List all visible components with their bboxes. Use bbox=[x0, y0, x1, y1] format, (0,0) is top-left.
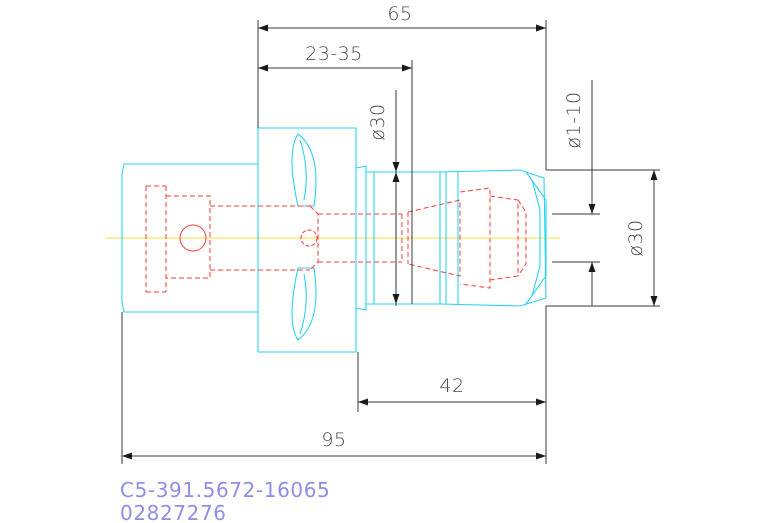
part-code: C5-391.5672-16065 bbox=[120, 478, 330, 502]
dim-label-bore-30: ø30 bbox=[367, 103, 389, 140]
tool-outline bbox=[121, 127, 547, 353]
dimension-95: 95 bbox=[121, 312, 547, 464]
dimension-23-35: 23-35 bbox=[258, 43, 413, 304]
dim-label-95: 95 bbox=[321, 429, 346, 451]
dimension-65: 65 bbox=[257, 3, 547, 170]
dim-label-65: 65 bbox=[387, 3, 412, 25]
dimension-42: 42 bbox=[357, 306, 547, 412]
dim-label-42: 42 bbox=[439, 375, 464, 397]
dim-label-23-35: 23-35 bbox=[305, 43, 363, 65]
dim-label-nose-30: ø30 bbox=[625, 219, 647, 256]
dim-label-clamp-range: ø1-10 bbox=[563, 91, 585, 148]
part-number: 02827276 bbox=[120, 501, 227, 523]
dimension-clamp-range: ø1-10 bbox=[546, 80, 660, 307]
internal-bore-hidden bbox=[145, 185, 527, 293]
dimension-bore-30: ø30 bbox=[367, 90, 400, 306]
dimension-nose-30: ø30 bbox=[625, 170, 658, 306]
